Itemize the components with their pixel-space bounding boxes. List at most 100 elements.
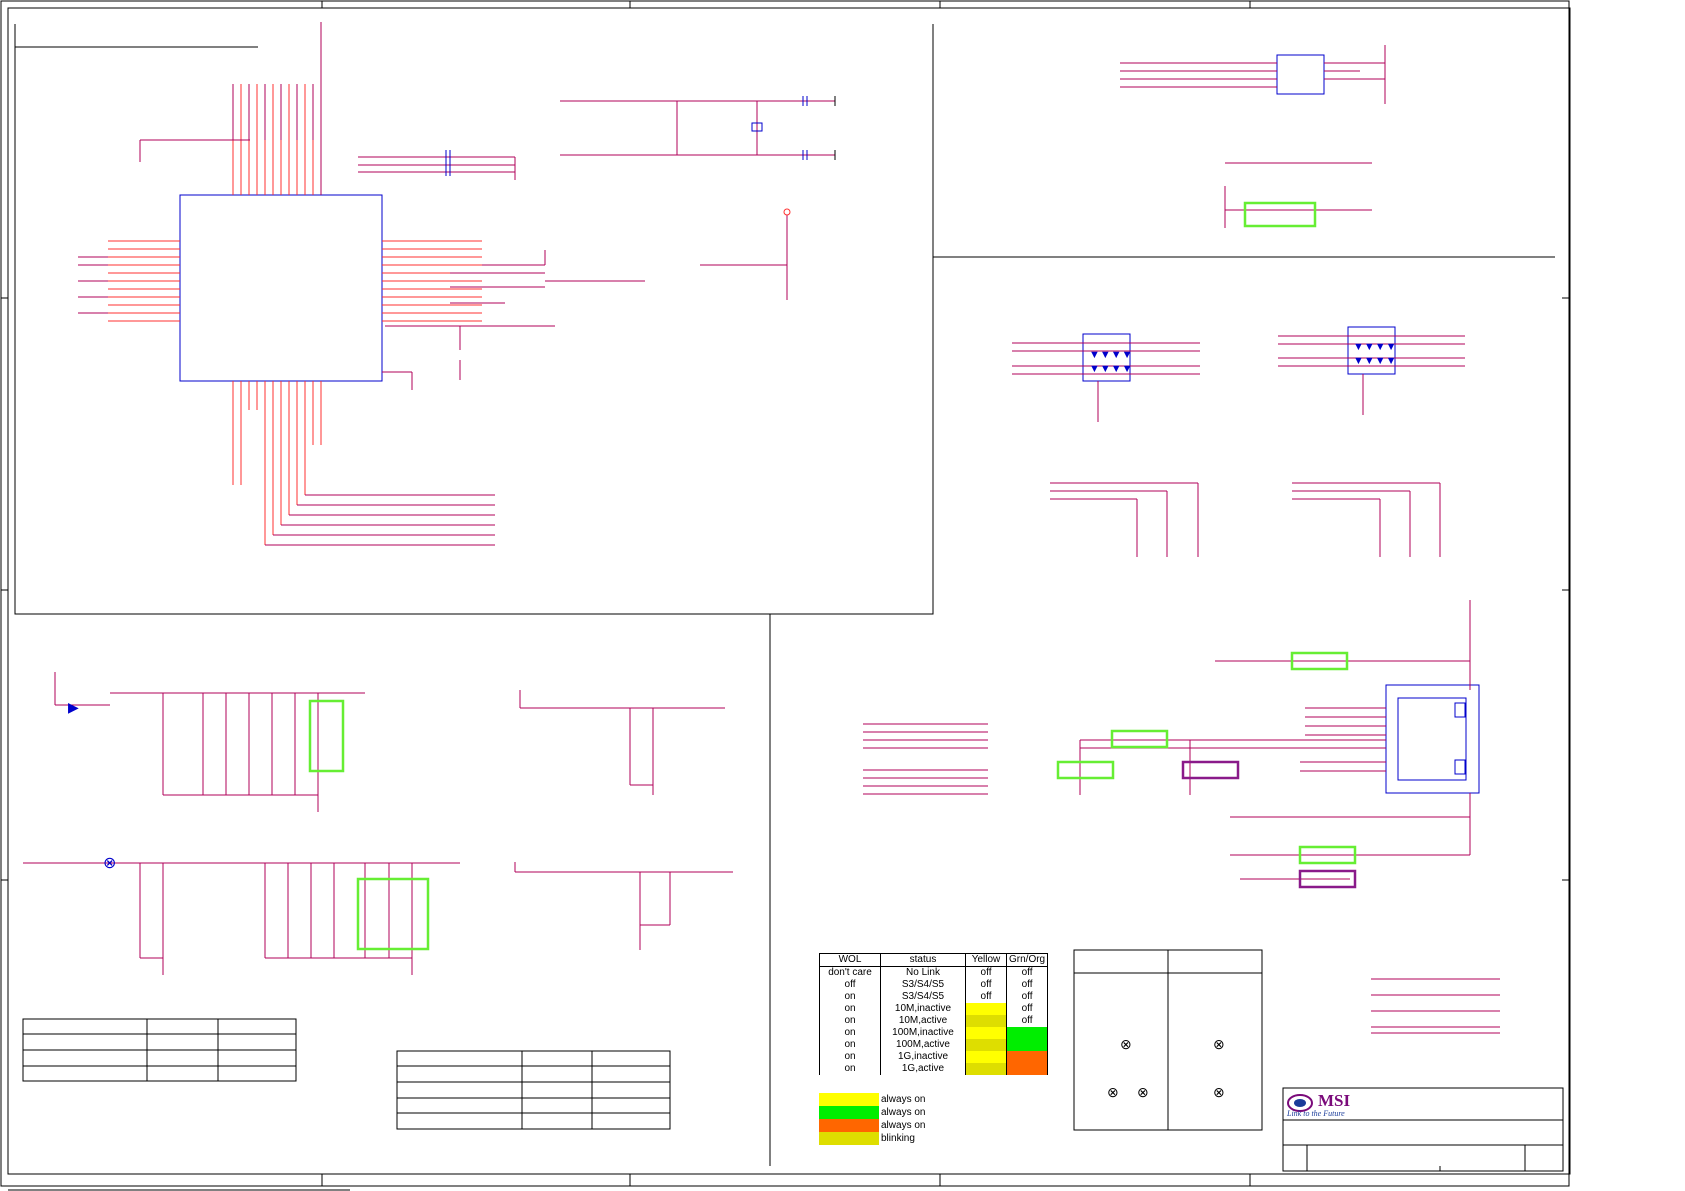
- cell-yellow: [965, 1015, 1007, 1027]
- cell-wol: on: [819, 1003, 881, 1015]
- sheet-border-outer: [0, 0, 1570, 1187]
- highlight-box-9: [356, 877, 430, 951]
- led-icon-1: ⊗: [1120, 1036, 1132, 1052]
- cell-grn-org: [1005, 1051, 1049, 1063]
- blank-table-2: [396, 1050, 671, 1130]
- legend-pad: [963, 1093, 1003, 1106]
- cell-status: 10M,active: [880, 1015, 966, 1027]
- legend-label: always on: [881, 1120, 926, 1131]
- eeprom-section: [1120, 45, 1386, 228]
- led-icon-4: ⊗: [1137, 1084, 1149, 1100]
- cell-wol: off: [819, 979, 881, 991]
- cell-wol: on: [819, 991, 881, 1003]
- power-rail-4: [514, 862, 733, 950]
- highlight-box-4: [1056, 760, 1115, 780]
- header-grn-org: Grn/Org: [1005, 953, 1049, 967]
- legend-pad: [963, 1119, 1003, 1132]
- led-table-header: WOL status Yellow Grn/Org: [819, 953, 1049, 967]
- cell-grn-org: [1005, 1063, 1049, 1075]
- led-icon-5: ⊗: [1213, 1084, 1225, 1100]
- cell-wol: on: [819, 1027, 881, 1039]
- cell-status: No Link: [880, 966, 966, 979]
- decoupling-caps-top: [358, 150, 516, 180]
- legend-row: always on: [819, 1119, 1003, 1132]
- cell-wol: on: [819, 1039, 881, 1051]
- chip-wires-top: [139, 22, 322, 195]
- svg-text:▼▼▼▼: ▼▼▼▼: [1353, 355, 1397, 367]
- cell-grn-org: off: [1005, 979, 1049, 991]
- highlight-box-6: [1298, 845, 1357, 865]
- cell-yellow: off: [965, 991, 1007, 1003]
- cell-yellow: [965, 1003, 1007, 1015]
- header-wol: WOL: [819, 953, 881, 967]
- legend-pad: [963, 1106, 1003, 1119]
- chip-wires-right: [382, 250, 645, 390]
- header-status: status: [880, 953, 966, 967]
- legend-swatch: [819, 1132, 879, 1145]
- cell-grn-org: off: [1005, 966, 1049, 979]
- legend-swatch: [819, 1119, 879, 1132]
- blank-table-1: [22, 1018, 297, 1082]
- esd-array-2: ▼▼▼▼ ▼▼▼▼: [1278, 326, 1465, 415]
- legend-row: always on: [819, 1106, 1003, 1119]
- highlight-box-7: [1298, 869, 1357, 889]
- led-icons: ⊗ ⊗ ⊗ ⊗ ⊗: [1107, 1036, 1225, 1100]
- ferrite-bead-icon: ⊗: [103, 855, 116, 872]
- cell-status: 100M,inactive: [880, 1027, 966, 1039]
- power-rail-1: [54, 672, 365, 812]
- legend-label: blinking: [881, 1133, 915, 1144]
- cell-wol: on: [819, 1063, 881, 1075]
- legend-row: blinking: [819, 1132, 1003, 1145]
- cell-status: 1G,active: [880, 1063, 966, 1075]
- port-outputs: [1371, 978, 1500, 1034]
- cell-status: 100M,active: [880, 1039, 966, 1051]
- cell-yellow: [965, 1027, 1007, 1039]
- cell-wol: on: [819, 1015, 881, 1027]
- cell-yellow: [965, 1039, 1007, 1051]
- legend-swatch: [819, 1106, 879, 1119]
- esd-array-1: ▼▼▼▼ ▼▼▼▼: [1012, 333, 1200, 422]
- company-logo-text: MSI: [1318, 1091, 1351, 1110]
- highlight-box-5: [1181, 760, 1240, 780]
- cell-wol: don't care: [819, 966, 881, 979]
- lan-controller-body: [179, 194, 383, 382]
- cell-grn-org: [1005, 1027, 1049, 1039]
- lan-controller-ic: [78, 22, 645, 546]
- cell-grn-org: [1005, 1039, 1049, 1051]
- cell-status: 10M,inactive: [880, 1003, 966, 1015]
- legend-label: always on: [881, 1107, 926, 1118]
- esd-diode-icon-2: ▼▼▼▼: [1353, 341, 1397, 353]
- voltage-divider: [700, 208, 791, 300]
- header-yellow: Yellow: [965, 953, 1007, 967]
- cell-grn-org: off: [1005, 991, 1049, 1003]
- led-diagram: [1073, 949, 1263, 1131]
- cell-yellow: off: [965, 979, 1007, 991]
- regulator-icon: ▶: [68, 699, 79, 715]
- tvs-group-2: [1292, 482, 1441, 557]
- led-icon-2: ⊗: [1213, 1036, 1225, 1052]
- cell-status: S3/S4/S5: [880, 979, 966, 991]
- title-block: [1282, 1087, 1564, 1172]
- highlight-box-1: [1243, 201, 1317, 228]
- legend-pad: [963, 1132, 1003, 1145]
- eeprom-ic: [1276, 54, 1325, 95]
- cell-yellow: [965, 1051, 1007, 1063]
- cell-wol: on: [819, 1051, 881, 1063]
- sheet-border-inner: [7, 7, 1571, 1175]
- company-tagline: Link to the Future: [1287, 1109, 1345, 1118]
- crystal-circuit: [560, 96, 836, 160]
- tvs-group-1: [1050, 482, 1199, 557]
- cell-status: S3/S4/S5: [880, 991, 966, 1003]
- legend-swatch: [819, 1093, 879, 1106]
- cell-yellow: off: [965, 966, 1007, 979]
- chip-pins-right: [382, 240, 545, 322]
